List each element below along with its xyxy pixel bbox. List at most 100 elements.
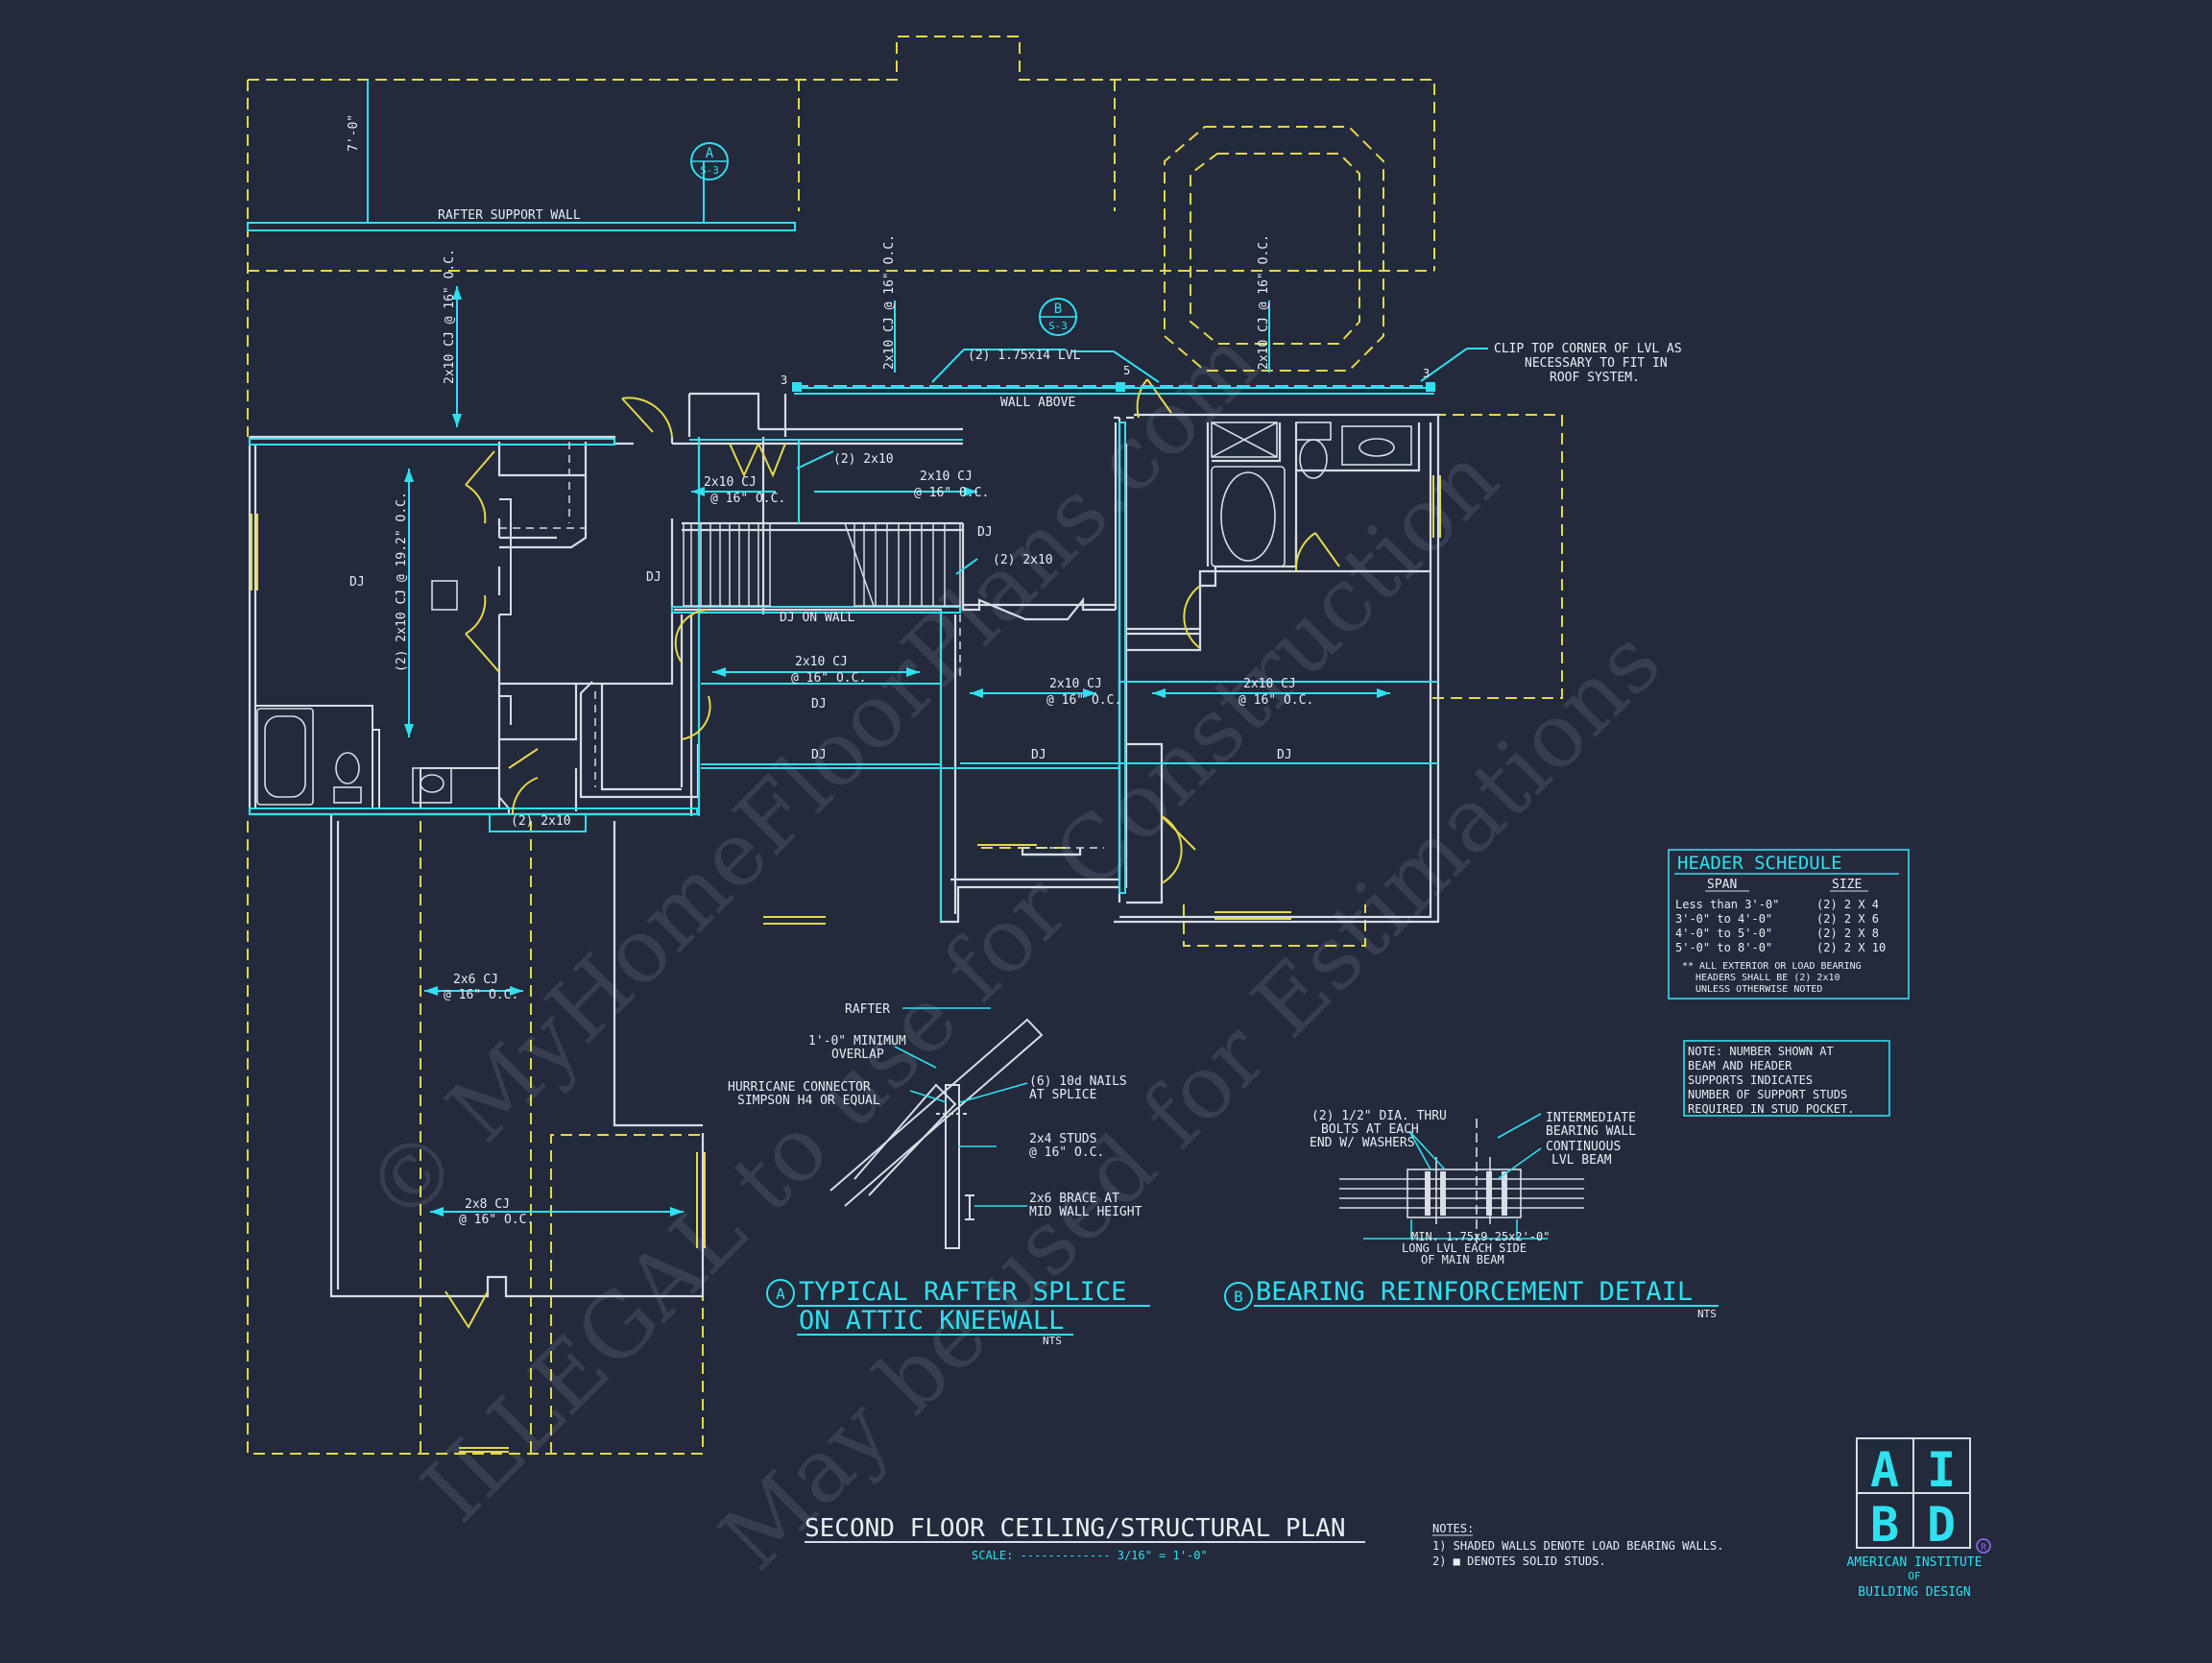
general-notes: NOTES: 1) SHADED WALLS DENOTE LOAD BEARI… — [1432, 1522, 1723, 1568]
detail-a-overlap-1: 1'-0" MINIMUM — [808, 1034, 906, 1048]
rafter-support-wall-label: RAFTER SUPPORT WALL — [438, 208, 581, 223]
cj-left-oc: @ 16" O.C. — [710, 492, 785, 506]
two-2x10-a: (2) 2x10 — [833, 452, 894, 467]
header-schedule-title: HEADER SCHEDULE — [1677, 853, 1842, 874]
cj-mid-oc: @ 16" O.C. — [1046, 693, 1121, 708]
detail-a-rafter-splice: RAFTER 1'-0" MINIMUM OVERLAP HURRICANE C… — [728, 1002, 1150, 1347]
cj-2x10-vertical-a: 2x10 CJ @ 16" O.C. — [443, 249, 457, 384]
detail-b-min-3: OF MAIN BEAM — [1421, 1253, 1504, 1266]
dj-label-4: DJ — [811, 697, 827, 711]
closet-shelf — [431, 580, 458, 611]
detail-b-bolts-1: (2) 1/2" DIA. THRU — [1311, 1109, 1447, 1123]
stud-note-line-1: NOTE: NUMBER SHOWN AT — [1688, 1045, 1834, 1058]
header-note-3: UNLESS OTHERWISE NOTED — [1695, 984, 1822, 995]
detail-a-brace-1: 2x6 BRACE AT — [1029, 1192, 1119, 1206]
two-2x10-b: (2) 2x10 — [993, 553, 1053, 567]
detail-a-letter: A — [776, 1285, 785, 1303]
clip-note-line-3: ROOF SYSTEM. — [1550, 371, 1640, 385]
header-row-1-span: Less than 3'-0" — [1675, 898, 1779, 911]
cj-center-oc: @ 16" O.C. — [914, 486, 989, 500]
detail-a-overlap-2: OVERLAP — [831, 1048, 884, 1062]
roof-outline — [247, 36, 1563, 1455]
header-row-4-span: 5'-0" to 8'-0" — [1675, 941, 1772, 954]
wall-above-label: WALL ABOVE — [1000, 396, 1075, 410]
interior-walls — [255, 498, 512, 814]
detail-a-nts: NTS — [1043, 1335, 1062, 1347]
cj-2x8-oc: @ 16" O.C. — [459, 1213, 534, 1227]
header-schedule: HEADER SCHEDULE SPAN SIZE Less than 3'-0… — [1668, 849, 1910, 1000]
plan-title: SECOND FLOOR CEILING/STRUCTURAL PLAN — [805, 1514, 1346, 1543]
section-marker-b: B S-3 — [1039, 298, 1077, 336]
num-5: 5 — [1123, 364, 1130, 377]
door-swings — [445, 378, 1340, 1329]
logo-line-1: AMERICAN INSTITUTE — [1847, 1555, 1983, 1570]
cj-2x10-vertical-b: 2x10 CJ @ 16" O.C. — [882, 234, 897, 370]
detail-a-title-1: TYPICAL RAFTER SPLICE — [799, 1277, 1126, 1307]
header-schedule-col-span: SPAN — [1707, 878, 1737, 892]
detail-a-hurricane-2: SIMPSON H4 OR EQUAL — [737, 1094, 880, 1108]
header-note-2: HEADERS SHALL BE (2) 2x10 — [1695, 973, 1840, 983]
toilet-right — [1295, 422, 1332, 441]
dim-top-label: 7'-0" — [347, 114, 361, 152]
cj-mid-label: 2x10 CJ — [1049, 677, 1102, 691]
plan-title-block: SECOND FLOOR CEILING/STRUCTURAL PLAN SCA… — [805, 1514, 1365, 1562]
section-marker-a: A S-3 — [690, 142, 729, 181]
watermark: © MyHomeFloorPlans.com ILLEGAL to use fo… — [346, 310, 1680, 1590]
sink-right — [1341, 425, 1412, 466]
dj-label-6: DJ — [1031, 748, 1046, 762]
dj-label-7: DJ — [1277, 748, 1292, 762]
detail-a-hurricane-1: HURRICANE CONNECTOR — [728, 1080, 871, 1095]
cj-right-oc: @ 16" O.C. — [1238, 693, 1313, 708]
detail-b-cont-1: CONTINUOUS — [1546, 1140, 1621, 1154]
dj-label-3: DJ — [977, 525, 993, 540]
dj-label-5: DJ — [811, 748, 827, 762]
tub-right — [1211, 466, 1286, 567]
detail-b-nts: NTS — [1697, 1308, 1717, 1320]
plan-labels: 7'-0" RAFTER SUPPORT WALL 2x10 CJ @ 16" … — [347, 114, 1682, 1227]
cj-right-label: 2x10 CJ — [1243, 677, 1296, 691]
hidden-lines — [499, 442, 1104, 849]
shower — [1211, 422, 1278, 458]
logo-letter-a: A — [1870, 1442, 1899, 1498]
cj-2x10-vertical-c: 2x10 CJ @ 16" O.C. — [1257, 234, 1271, 370]
header-schedule-col-size: SIZE — [1832, 878, 1862, 892]
clip-note-line-1: CLIP TOP CORNER OF LVL AS — [1494, 342, 1682, 356]
sink-left — [412, 767, 452, 804]
header-row-2-span: 3'-0" to 4'-0" — [1675, 912, 1772, 926]
header-row-3-size: (2) 2 X 8 — [1816, 927, 1879, 940]
detail-a-rafter: RAFTER — [845, 1002, 890, 1017]
logo-letter-d: D — [1927, 1497, 1956, 1553]
dj-on-wall-label: DJ ON WALL — [780, 611, 854, 625]
dimension-arrows — [404, 286, 1435, 1217]
two-2x10-c: (2) 2x10 — [511, 814, 571, 829]
detail-a-nails-1: (6) 10d NAILS — [1029, 1074, 1127, 1089]
cj-left-label: 2x10 CJ — [704, 475, 757, 490]
logo-letter-bar: I — [1927, 1442, 1956, 1498]
marker-b-sheet: S-3 — [1048, 320, 1068, 332]
clip-note-line-2: NECESSARY TO FIT IN — [1525, 356, 1668, 371]
detail-b-letter: B — [1234, 1288, 1243, 1306]
stairs — [683, 522, 961, 607]
detail-b-title: BEARING REINFORCEMENT DETAIL — [1256, 1277, 1693, 1307]
detail-b-inter-1: INTERMEDIATE — [1546, 1111, 1636, 1125]
logo-line-2: OF — [1908, 1570, 1920, 1582]
detail-b-cont-2: LVL BEAM — [1551, 1153, 1612, 1168]
detail-b-min-1: MIN. 1.75x9.25x2'-0" — [1411, 1230, 1551, 1243]
logo-line-3: BUILDING DESIGN — [1858, 1585, 1970, 1600]
detail-b-bearing-reinforcement: (2) 1/2" DIA. THRU BOLTS AT EACH END W/ … — [1224, 1109, 1719, 1320]
cj-2x6-oc: @ 16" O.C. — [444, 988, 518, 1002]
notes-heading: NOTES: — [1432, 1522, 1474, 1535]
plan-scale: SCALE: ------------- 3/16" = 1'-0" — [972, 1549, 1208, 1562]
logo-letter-b: B — [1870, 1497, 1899, 1553]
bathtub-left — [256, 708, 314, 806]
cj-2x8-label: 2x8 CJ — [465, 1197, 510, 1212]
num-3-right: 3 — [1423, 367, 1430, 380]
stud-note-line-3: SUPPORTS INDICATES — [1688, 1073, 1813, 1087]
notes-line-2: 2) ■ DENOTES SOLID STUDS. — [1432, 1555, 1606, 1568]
toilet-left — [335, 752, 360, 784]
detail-a-title-2: ON ATTIC KNEEWALL — [799, 1306, 1064, 1336]
cj-2x10-192-label: (2) 2x10 CJ @ 19.2" O.C. — [395, 492, 409, 672]
dimension-lines — [367, 80, 1488, 1213]
cj-2x6-label: 2x6 CJ — [453, 973, 498, 987]
